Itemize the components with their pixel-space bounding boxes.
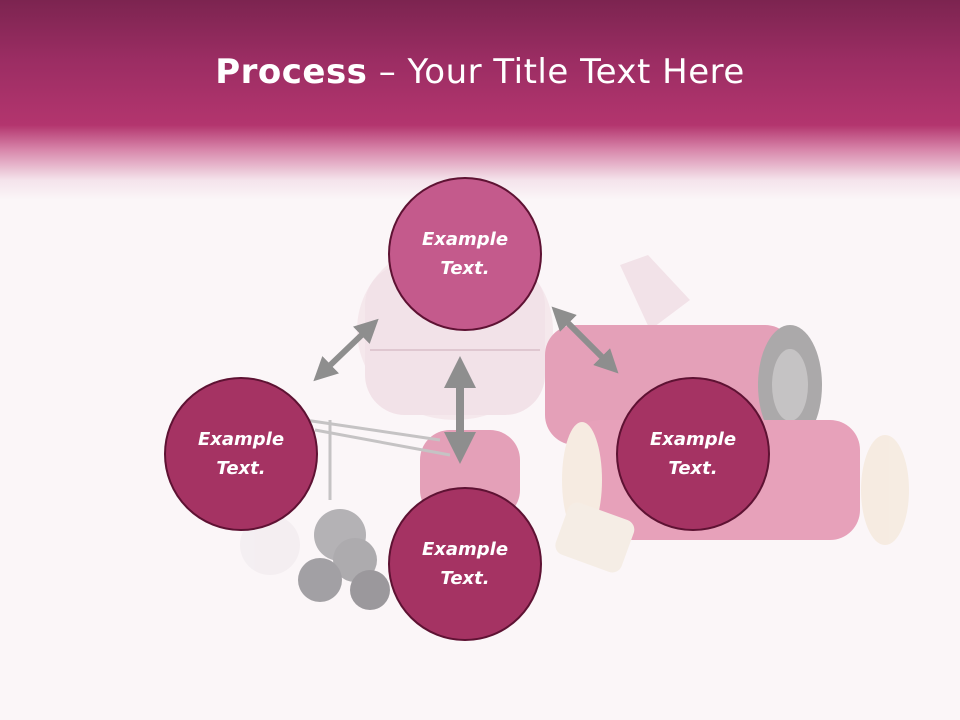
- double-arrow-icon: [551, 306, 619, 374]
- node-text-line2: Text.: [216, 458, 266, 479]
- node-text-line1: Example: [649, 429, 737, 450]
- process-node-top[interactable]: Example Text.: [388, 177, 542, 331]
- node-text-line2: Text.: [440, 258, 490, 279]
- node-text-line1: Example: [421, 229, 509, 250]
- double-arrow-icon: [313, 318, 379, 382]
- node-text-line2: Text.: [440, 568, 490, 589]
- title-bold: Process: [215, 52, 368, 92]
- title-rest: – Your Title Text Here: [367, 52, 745, 92]
- node-text-line1: Example: [197, 429, 285, 450]
- node-text-line2: Text.: [668, 458, 718, 479]
- slide-title[interactable]: Process – Your Title Text Here: [0, 52, 960, 92]
- process-node-bottom[interactable]: Example Text.: [388, 487, 542, 641]
- node-text-line1: Example: [421, 539, 509, 560]
- process-node-left[interactable]: Example Text.: [164, 377, 318, 531]
- process-node-right[interactable]: Example Text.: [616, 377, 770, 531]
- title-band: [0, 0, 960, 200]
